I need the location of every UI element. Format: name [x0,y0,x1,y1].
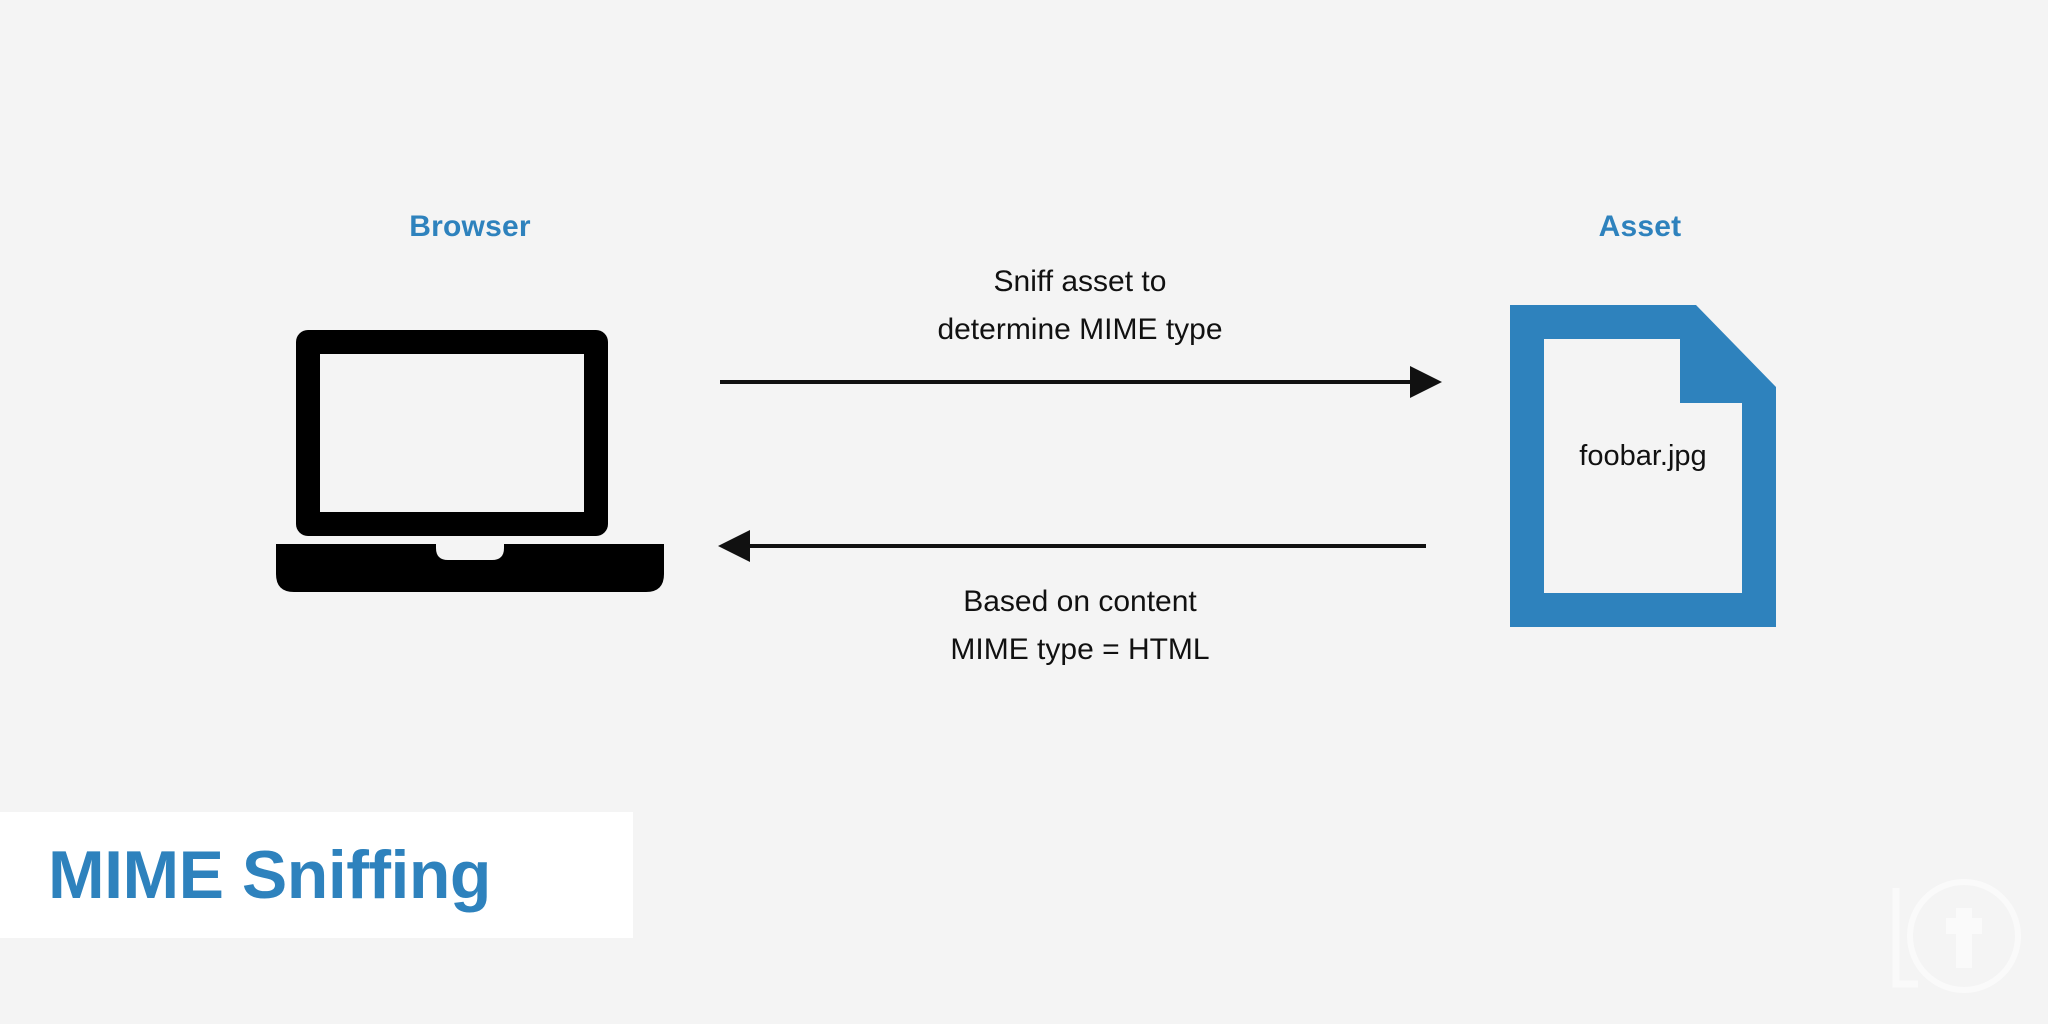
corner-watermark-icon [1892,879,2021,993]
browser-node-label: Browser [409,210,531,243]
response-caption-line-1: Based on content [963,585,1197,618]
request-arrow-caption: Sniff asset to determine MIME type [760,258,1400,354]
asset-node-label: Asset [1598,210,1682,243]
request-caption-line-2: determine MIME type [937,313,1223,346]
request-arrow [720,366,1442,398]
document-icon [1510,305,1776,627]
response-caption-line-2: MIME type = HTML [950,633,1210,666]
request-caption-line-1: Sniff asset to [993,265,1167,298]
response-arrow [718,530,1426,562]
page-title: MIME Sniffing [48,837,491,913]
response-arrow-caption: Based on content MIME type = HTML [760,578,1400,674]
asset-filename-label: foobar.jpg [1579,440,1707,472]
title-banner: MIME Sniffing [0,812,633,938]
laptop-icon [276,330,664,592]
